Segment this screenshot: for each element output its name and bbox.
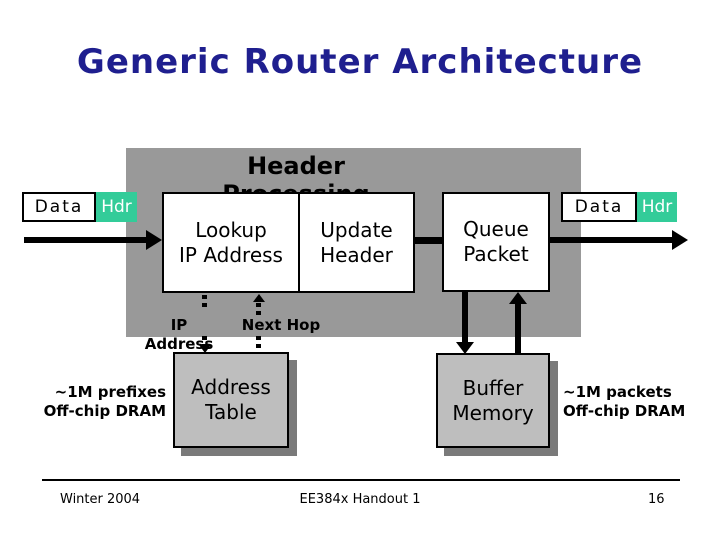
footer-page-number: 16 xyxy=(648,492,665,507)
arrow-in-shaft xyxy=(24,237,148,243)
dotted-line-ip-query-upper xyxy=(202,295,207,311)
arrow-buffer-to-queue-head xyxy=(509,292,527,304)
update-line1: Update xyxy=(320,217,393,242)
packets-label: ~1M packets Off-chip DRAM xyxy=(563,383,713,421)
slide-title: Generic Router Architecture xyxy=(76,42,644,82)
update-block: Update Header xyxy=(300,218,413,268)
label-ip-address: IP Address xyxy=(144,316,214,353)
lookup-update-box: Lookup IP Address Update Header xyxy=(162,192,415,293)
footer-divider xyxy=(42,479,680,481)
buffer-memory-line1: Buffer xyxy=(462,375,524,400)
queue-line1: Queue xyxy=(463,217,529,241)
buffer-memory-block: Buffer Memory xyxy=(436,353,550,448)
arrow-queue-to-buffer-shaft xyxy=(462,292,468,342)
prefixes-line1: ~1M prefixes xyxy=(54,383,166,401)
arrow-buffer-to-queue-shaft xyxy=(515,304,521,353)
arrow-out-head xyxy=(672,230,688,250)
queue-packet-block: Queue Packet xyxy=(442,192,550,292)
packet-out-hdr: Hdr xyxy=(637,192,677,222)
address-table-line2: Table xyxy=(205,400,257,424)
dotted-line-next-hop-lower xyxy=(256,336,261,353)
footer-handout: EE384x Handout 1 xyxy=(299,492,421,507)
arrow-in-head xyxy=(146,230,162,250)
label-next-hop: Next Hop xyxy=(241,316,321,334)
queue-line2: Packet xyxy=(463,242,529,266)
packet-out-data: Data xyxy=(561,192,637,222)
arrow-out-shaft xyxy=(550,237,674,243)
prefixes-line2: Off-chip DRAM xyxy=(43,402,166,420)
update-line2: Header xyxy=(320,242,393,267)
dotted-line-next-hop-upper xyxy=(256,303,261,315)
address-table-line1: Address xyxy=(191,375,271,399)
dotted-line-ip-query-lower xyxy=(202,336,207,345)
ip-query-down-arrowhead xyxy=(199,345,211,353)
lookup-block: Lookup IP Address xyxy=(164,194,300,291)
arrow-queue-to-buffer-head xyxy=(456,342,474,354)
packets-line2: Off-chip DRAM xyxy=(563,402,686,420)
packets-line1: ~1M packets xyxy=(563,383,672,401)
lookup-line2: IP Address xyxy=(179,242,283,267)
next-hop-up-arrowhead xyxy=(253,294,265,302)
packet-in-hdr: Hdr xyxy=(96,192,137,222)
lookup-line1: Lookup xyxy=(195,217,267,242)
buffer-memory-line2: Memory xyxy=(452,400,534,425)
prefixes-label: ~1M prefixes Off-chip DRAM xyxy=(18,383,166,421)
footer-date: Winter 2004 xyxy=(60,492,141,507)
connector-update-queue xyxy=(415,237,442,244)
address-table-block: Address Table xyxy=(173,352,289,448)
packet-in-data: Data xyxy=(22,192,96,222)
